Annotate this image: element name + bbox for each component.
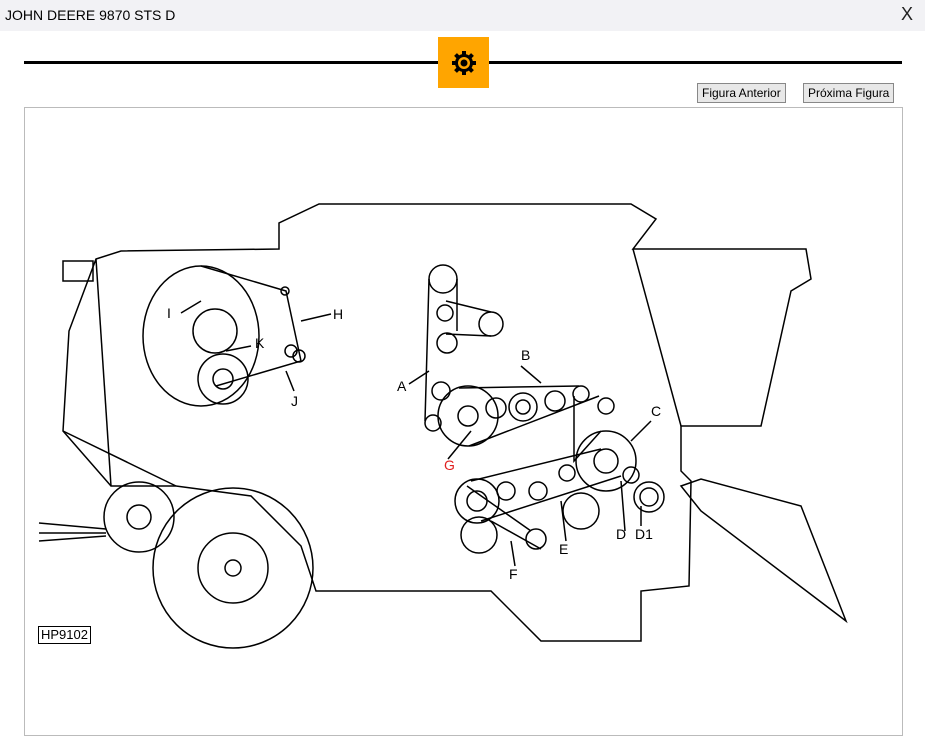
close-button[interactable]: X (900, 4, 913, 24)
label-k: K (255, 335, 265, 351)
label-j: J (291, 393, 298, 409)
combine-belt-diagram: A B C D D1 E F G H I J K (38, 203, 848, 649)
next-figure-button[interactable]: Próxima Figura (803, 83, 895, 103)
label-h: H (333, 306, 343, 322)
figure-code: HP9102 (38, 626, 91, 644)
label-b: B (521, 347, 530, 363)
label-g: G (444, 457, 455, 473)
label-c: C (651, 403, 661, 419)
window-title: JOHN DEERE 9870 STS D (5, 7, 176, 23)
figure-frame: A B C D D1 E F G H I J K (24, 107, 903, 736)
settings-button[interactable] (438, 37, 489, 88)
label-d1: D1 (635, 526, 653, 542)
label-i: I (167, 305, 171, 321)
label-a: A (397, 378, 407, 394)
label-f: F (509, 566, 518, 582)
title-bar: JOHN DEERE 9870 STS D X (0, 0, 925, 31)
label-e: E (559, 541, 568, 557)
previous-figure-button[interactable]: Figura Anterior (697, 83, 786, 103)
label-d: D (616, 526, 626, 542)
gear-icon (451, 50, 476, 75)
